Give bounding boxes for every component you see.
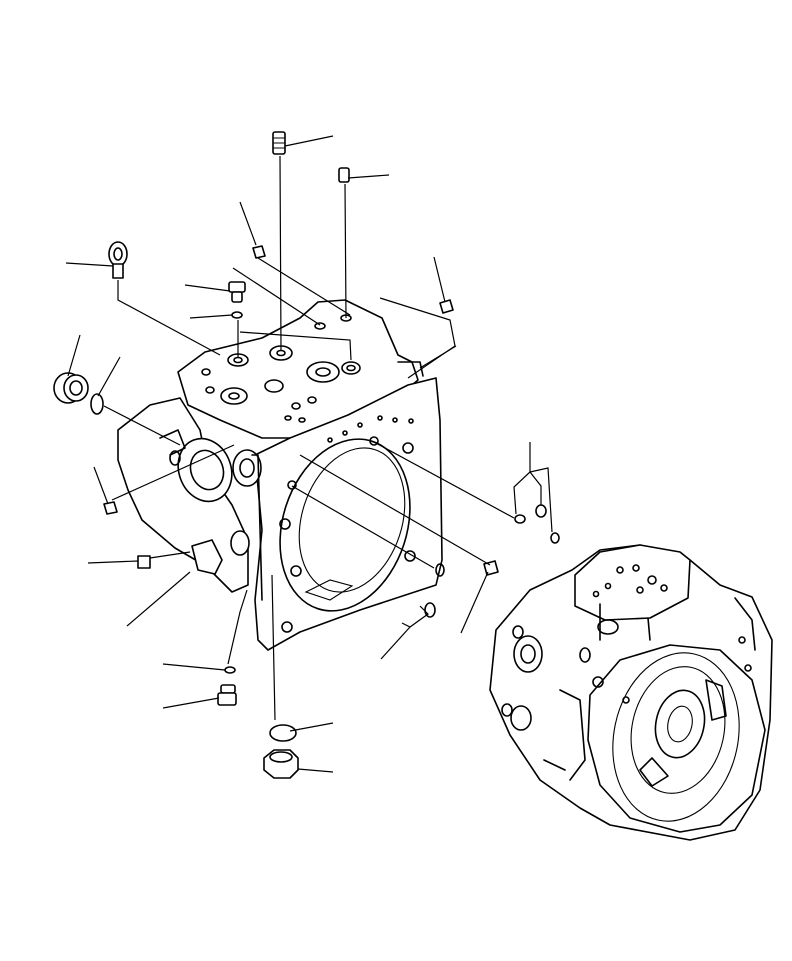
eye-bolt [108,241,128,279]
o-ring-small-top [231,311,243,319]
o-ring-r1 [514,514,526,524]
drain-plug [263,749,299,779]
plug-a [252,245,266,259]
fitting [228,281,246,303]
o-ring-r4 [435,563,445,577]
o-ring-r3 [550,532,560,544]
o-ring-r5 [424,602,436,618]
o-ring-left [90,393,104,415]
leader-lines [65,135,553,773]
o-ring-bottom-small [224,666,236,674]
pump-case [117,299,443,651]
o-ring-r2 [535,504,547,518]
bolt-right [483,560,499,576]
bolt-lower-left [137,555,151,569]
plug-b [439,299,454,314]
bolt-left [103,501,118,515]
large-plug [53,372,89,404]
small-parts [53,131,560,779]
fitting-bottom [217,684,237,706]
small-plug [338,167,350,183]
o-ring-bottom-large [269,724,297,742]
long-bolt [272,131,286,155]
assembled-pump [489,544,773,841]
